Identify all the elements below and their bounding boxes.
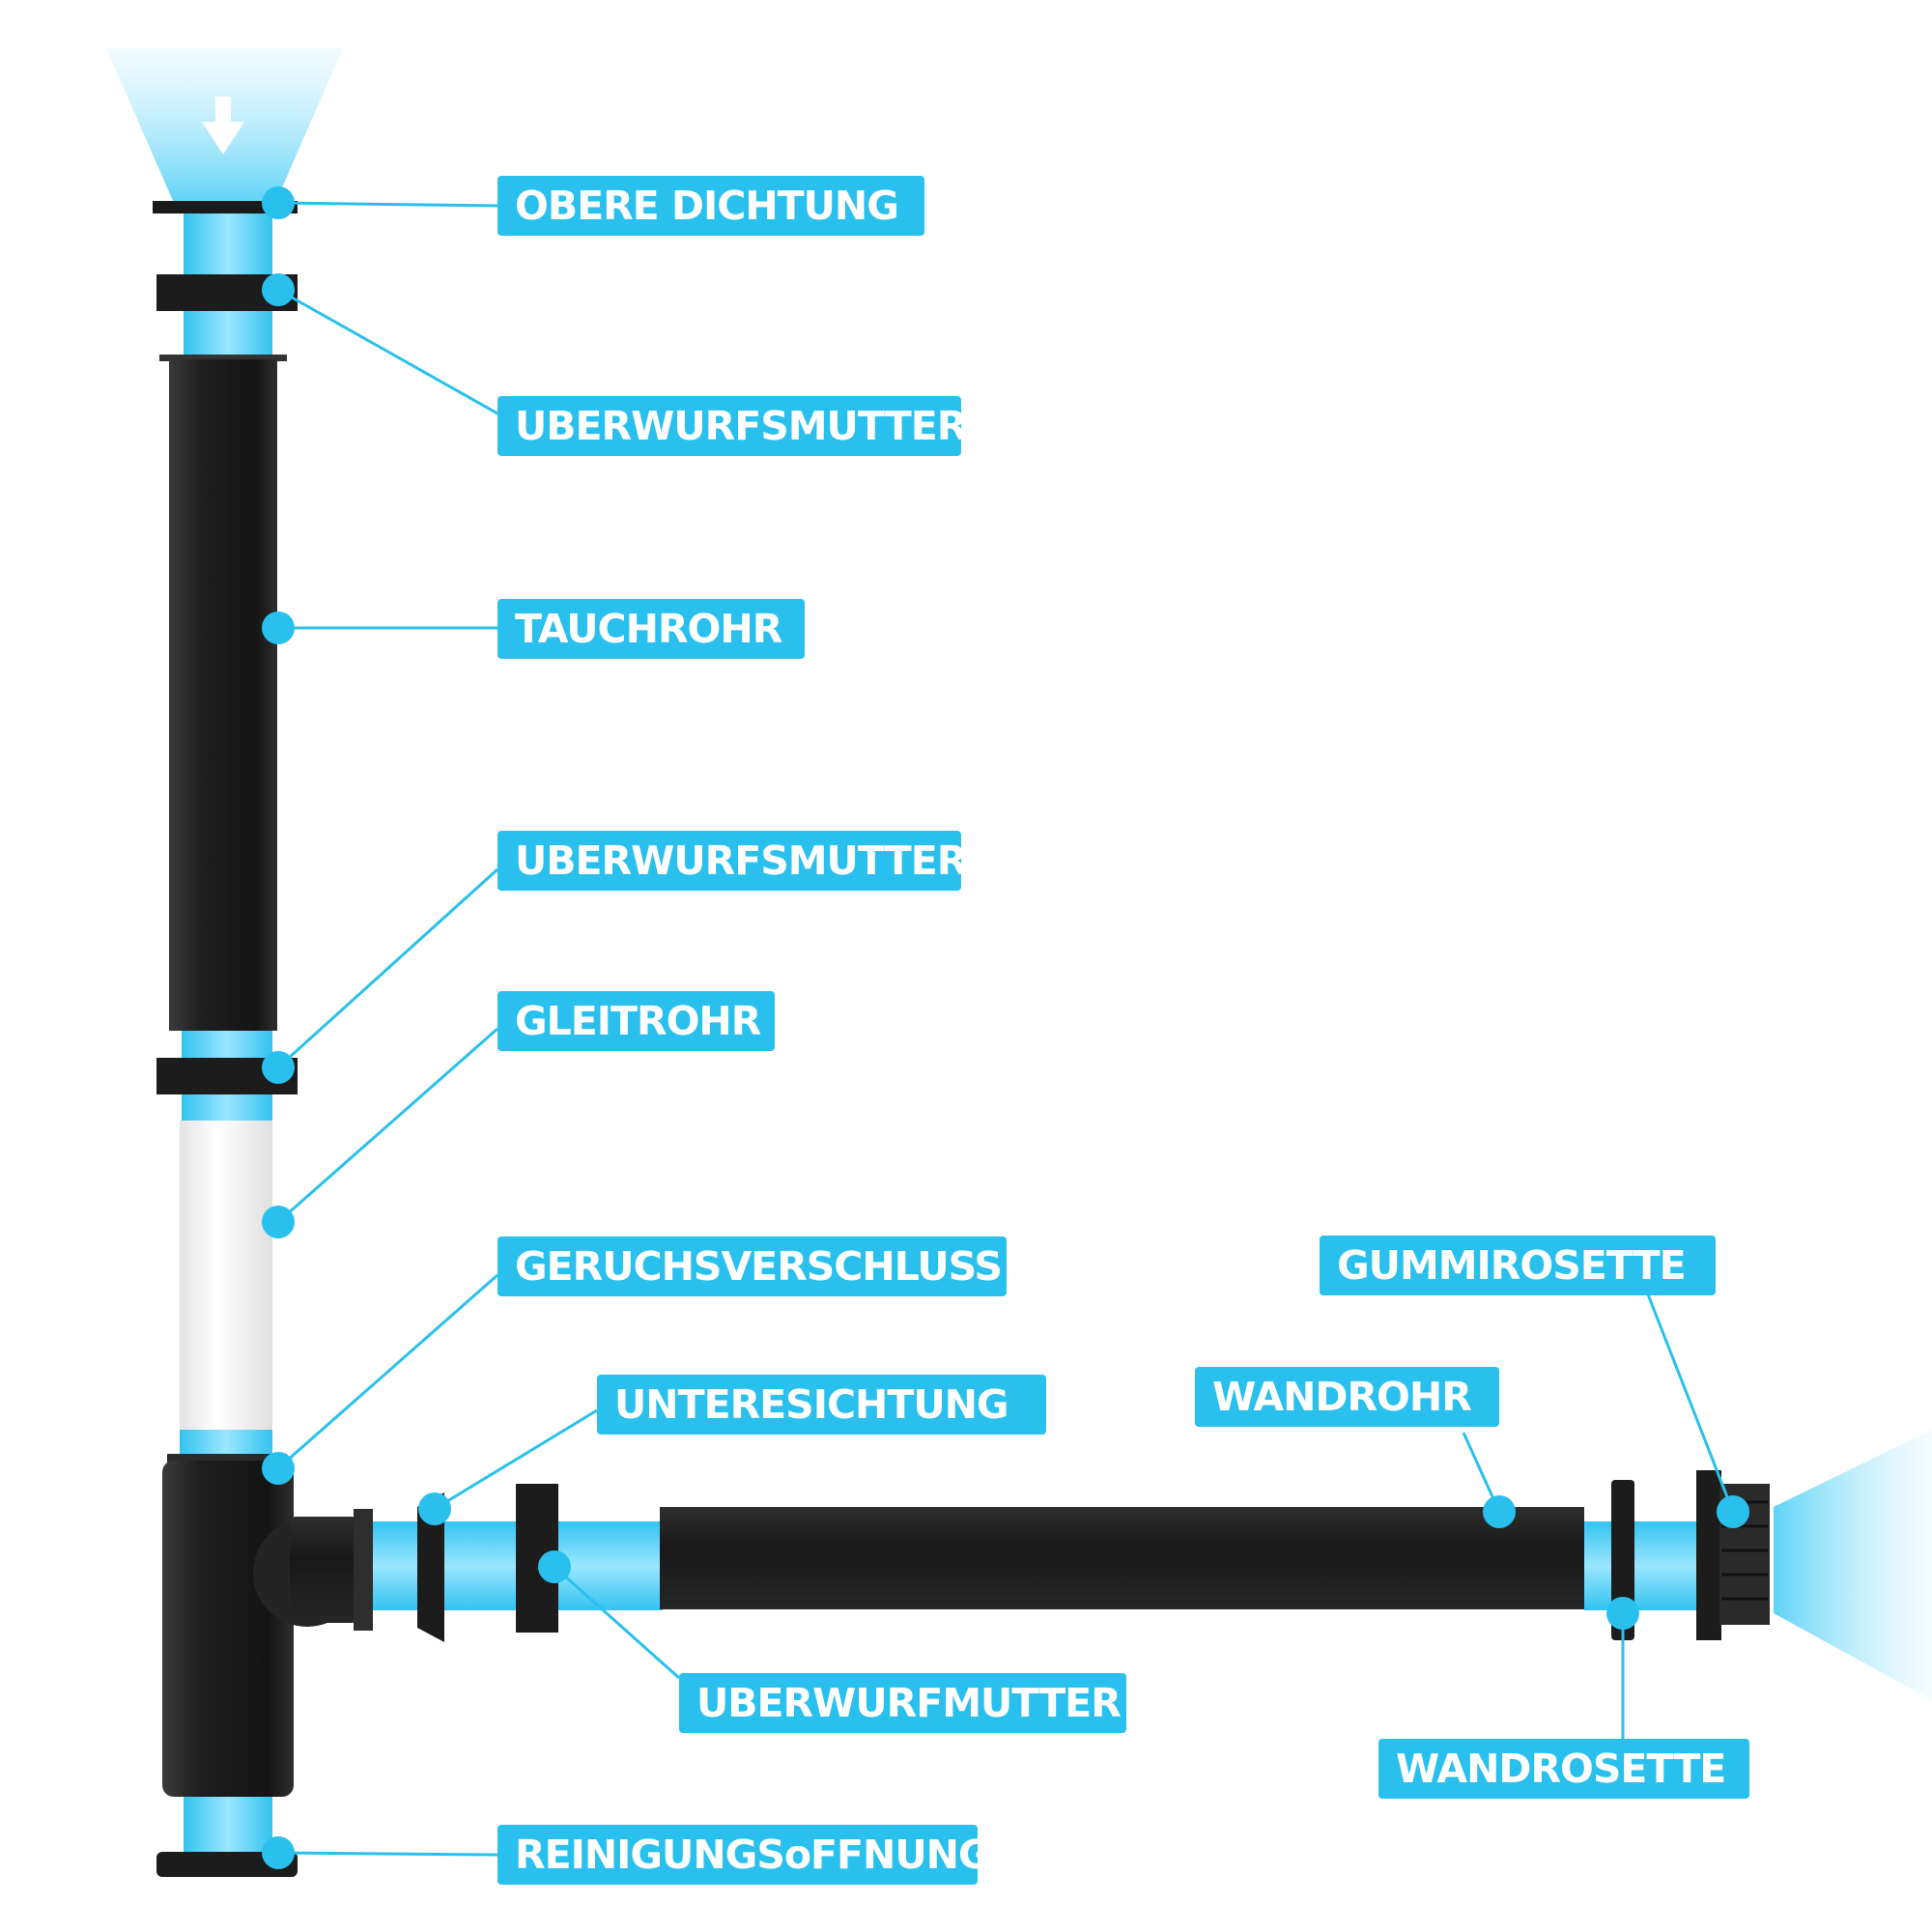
- wall-tube: [660, 1507, 1584, 1609]
- dip-tube: [169, 359, 277, 1031]
- cleaning-cap: [156, 1852, 298, 1877]
- water-segment: [182, 1094, 272, 1123]
- arrow-down-icon: [202, 97, 244, 155]
- anchor-dot: [538, 1550, 571, 1583]
- top-seal-flange: [153, 201, 298, 213]
- anchor-dot: [262, 1836, 295, 1869]
- dip-tube-rim: [159, 355, 287, 361]
- water-segment: [184, 1797, 272, 1853]
- anchor-dot: [262, 273, 295, 306]
- anchor-dot: [418, 1492, 451, 1525]
- water-segment: [182, 1031, 272, 1058]
- label-obere-dichtung: OBERE DICHTUNG: [497, 176, 924, 236]
- anchor-dot: [1483, 1495, 1516, 1528]
- rubber-rosette: [1696, 1470, 1721, 1640]
- label-ueberwurfmutter: UBERWURFMUTTER: [679, 1673, 1126, 1733]
- anchor-dot: [262, 1206, 295, 1238]
- anchor-dots: [262, 186, 1749, 1869]
- leader-lines: [276, 201, 1735, 1857]
- slide-tube: [180, 1121, 272, 1432]
- trap-body: [162, 1461, 294, 1797]
- label-unteresichtung: UNTERESICHTUNG: [597, 1375, 1046, 1435]
- anchor-dot: [1717, 1495, 1749, 1528]
- water-segment: [1584, 1521, 1700, 1610]
- trap-thread: [167, 1454, 287, 1463]
- outflow-glow: [1774, 1430, 1932, 1700]
- trap-outlet: [290, 1517, 357, 1623]
- label-reinigungsoeffnung: REINIGUNGSoFFNUNG: [497, 1825, 991, 1885]
- anchor-dot: [262, 611, 295, 644]
- trap-outlet-thread: [354, 1509, 373, 1631]
- label-ueberwurfsmutter-mitte: UBERWURFSMUTTER: [497, 831, 967, 891]
- label-gleitrohr: GLEITROHR: [497, 991, 775, 1051]
- label-tauchrohr: TAUCHROHR: [497, 599, 805, 659]
- anchor-dot: [262, 186, 295, 219]
- label-geruchsverschluss: GERUCHSVERSCHLUSS: [497, 1236, 1007, 1296]
- water-segment: [184, 311, 272, 356]
- label-wandrohr: WANDROHR: [1195, 1367, 1499, 1427]
- label-wandrosette: WANDROSETTE: [1378, 1739, 1749, 1799]
- anchor-dot: [262, 1452, 295, 1485]
- anchor-dot: [262, 1051, 295, 1084]
- lower-seal: [417, 1492, 444, 1642]
- label-ueberwurfsmutter-oben: UBERWURFSMUTTER: [497, 396, 967, 456]
- label-gummirosette: GUMMIROSETTE: [1320, 1236, 1716, 1295]
- water-segment: [184, 213, 272, 274]
- anchor-dot: [1606, 1597, 1639, 1630]
